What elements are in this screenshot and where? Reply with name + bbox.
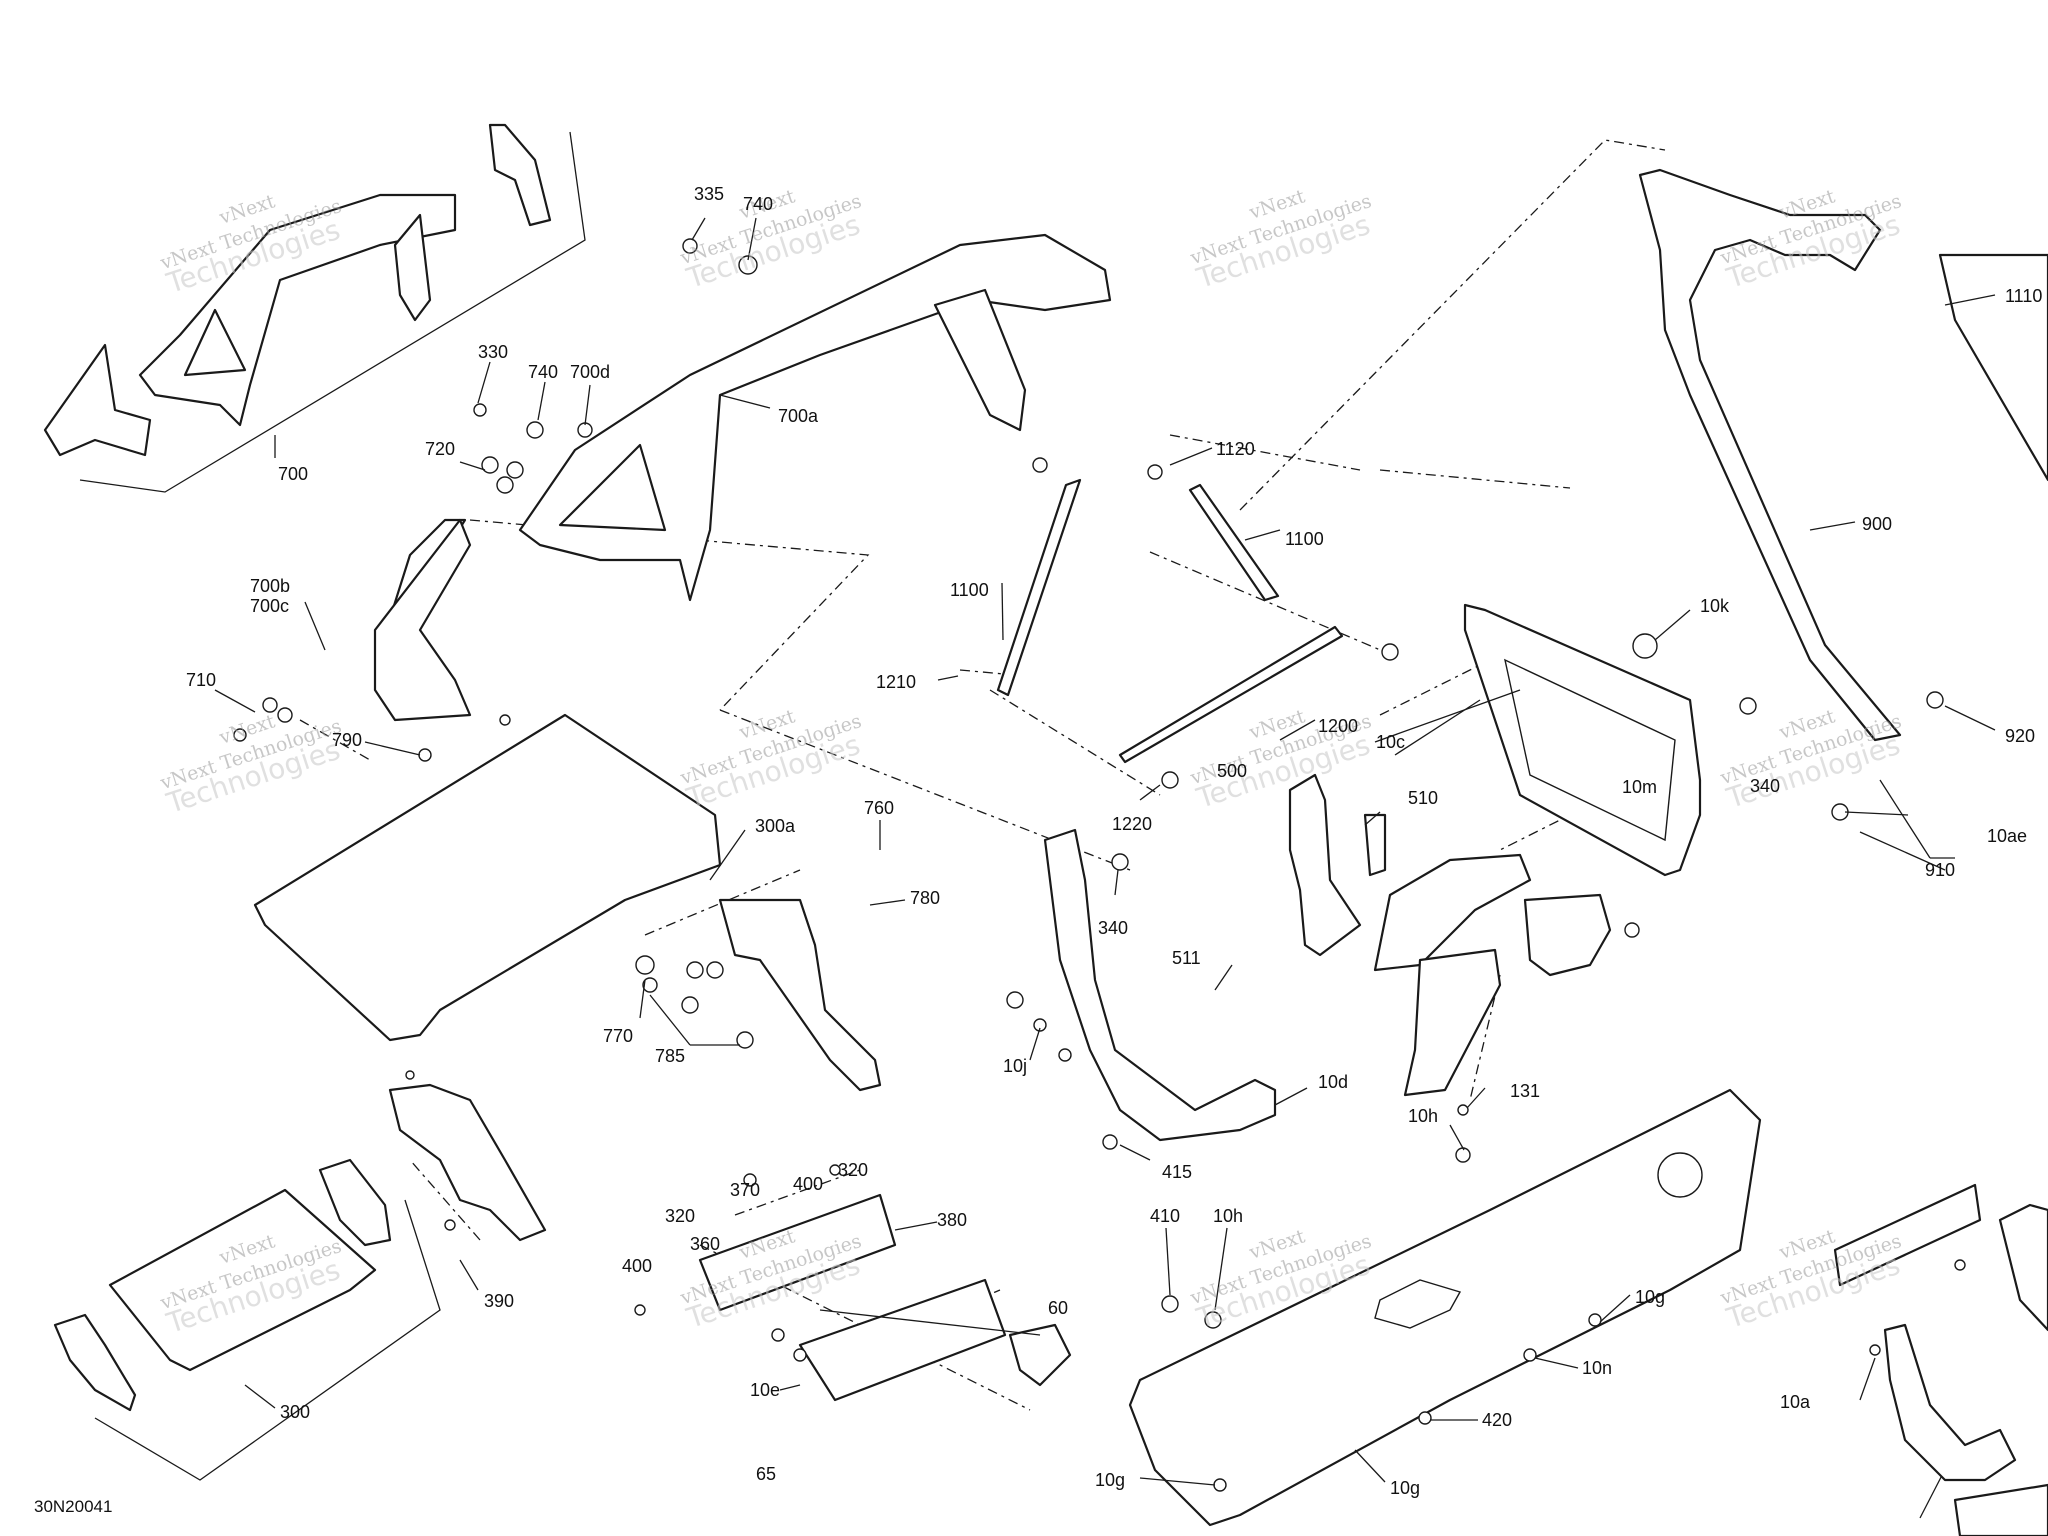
fasteners [233,238,1966,1492]
callout-1210: 1210 [876,672,916,692]
part-10d-frame [1043,828,1277,1142]
part-link-rods [996,478,1344,764]
callout-700b: 700b [250,576,290,596]
callout-300: 300 [280,1402,310,1422]
callout-400-left: 400 [622,1256,652,1276]
watermark-3: vNext vNext Technologies Technologies [1187,185,1374,295]
callout-10k: 10k [1700,596,1730,616]
callout-920: 920 [2005,726,2035,746]
callout-10m: 10m [1622,777,1657,797]
callout-65: 65 [756,1464,776,1484]
callout-10g-left: 10g [1095,1470,1125,1490]
callout-770: 770 [603,1026,633,1046]
callout-700d: 700d [570,362,610,382]
callout-910: 910 [1925,860,1955,880]
callout-1200: 1200 [1318,716,1358,736]
callout-700a: 700a [778,406,819,426]
callout-760: 760 [864,798,894,818]
callout-785: 785 [655,1046,685,1066]
callout-790: 790 [332,730,362,750]
callout-1110: 1110 [2005,286,2042,306]
callout-340-right: 340 [1750,776,1780,796]
watermark-6: vNext vNext Technologies Technologies [677,705,864,815]
callout-1100-left: 1100 [950,580,989,600]
callout-10c: 10c [1376,732,1405,752]
callout-740: 740 [528,362,558,382]
part-380-plate [698,1193,1072,1402]
callout-1120: 1120 [1216,439,1255,459]
part-700-assembly [43,123,552,457]
callout-370: 370 [730,1180,760,1200]
callout-320-left: 320 [665,1206,695,1226]
callout-511: 511 [1172,948,1201,968]
callout-330: 330 [478,342,508,362]
callout-400-top: 400 [793,1174,823,1194]
callout-10a: 10a [1780,1392,1811,1412]
callout-1100-right: 1100 [1285,529,1324,549]
part-700a-frame [518,233,1112,602]
callout-700c: 700c [250,596,289,616]
callout-360: 360 [690,1234,720,1254]
callout-10d: 10d [1318,1072,1348,1092]
part-300a-skid [253,713,722,1042]
callout-60: 60 [1048,1298,1068,1318]
callout-10ae: 10ae [1987,826,2027,846]
callout-320-right: 320 [838,1160,868,1180]
part-500-bracket [1288,773,1612,1097]
watermark-5: vNext vNext Technologies Technologies [157,710,344,820]
part-900-rollcage [1638,168,2048,742]
callout-410: 410 [1150,1206,1180,1226]
callout-700: 700 [278,464,308,484]
callout-10n: 10n [1582,1358,1612,1378]
callout-380: 380 [937,1210,967,1230]
callout-720: 720 [425,439,455,459]
callout-10h-top: 10h [1408,1106,1438,1126]
callout-10g-right: 10g [1635,1287,1665,1307]
part-bracket-760 [718,898,882,1092]
callout-510: 510 [1408,788,1438,808]
callout-500: 500 [1217,761,1247,781]
callout-415: 415 [1162,1162,1192,1182]
part-10c-frame [1463,603,1702,877]
callout-10j: 10j [1003,1056,1027,1076]
callout-10e: 10e [750,1380,780,1400]
callout-900: 900 [1862,514,1892,534]
callout-300a: 300a [755,816,796,836]
part-10h-floor [1128,1088,1762,1527]
callout-340-center: 340 [1098,918,1128,938]
diagram-reference-number: 30N20041 [34,1497,112,1516]
callout-10h-bottom: 10h [1213,1206,1243,1226]
watermark-4: vNext vNext Technologies Technologies [1717,185,1904,295]
leader-lines [214,217,1996,1486]
callout-420: 420 [1482,1410,1512,1430]
callout-390: 390 [484,1291,514,1311]
part-10a-frame [1833,1183,2048,1536]
callout-labels: 700 700a 700b 700c 335 740 330 740 700d … [186,184,2042,1498]
callout-1220: 1220 [1112,814,1152,834]
callout-780: 780 [910,888,940,908]
callout-740-top: 740 [743,194,773,214]
callout-335: 335 [694,184,724,204]
callout-131: 131 [1510,1081,1540,1101]
callout-710: 710 [186,670,216,690]
part-700b-plate [373,518,472,722]
part-300-plate [53,1083,547,1412]
callout-10g-bottom: 10g [1390,1478,1420,1498]
